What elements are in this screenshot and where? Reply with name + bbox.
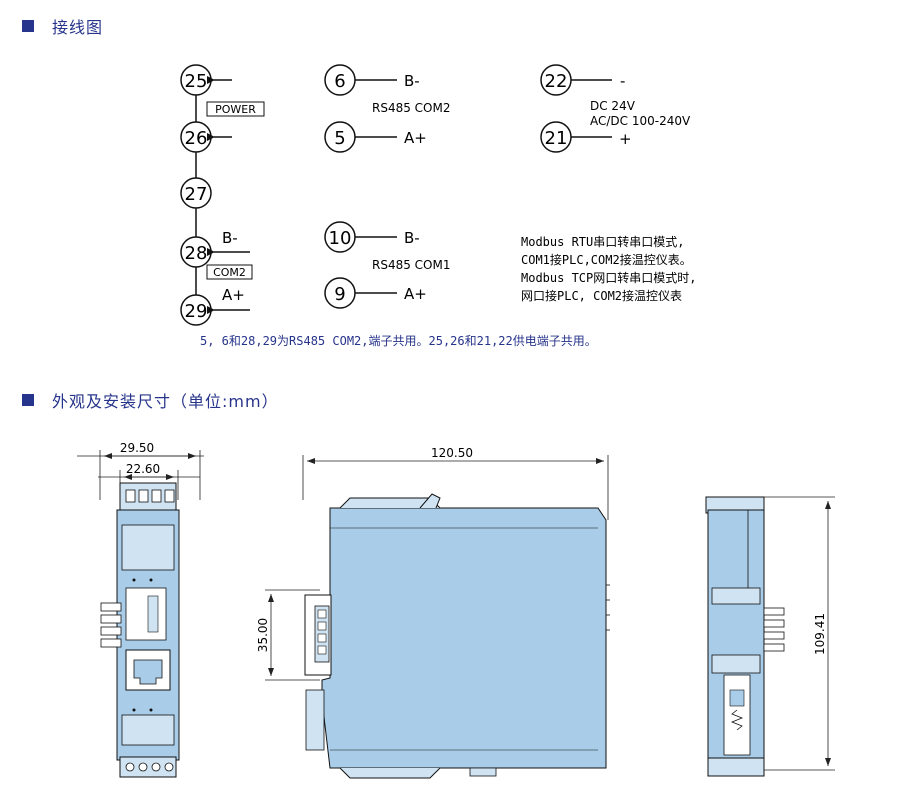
a-plus-label-29: A+: [222, 286, 245, 304]
terminal-25: 25: [180, 64, 212, 96]
wiring-footnote: 5, 6和28,29为RS485 COM2,端子共用。25,26和21,22供电…: [200, 334, 597, 348]
svg-text:10: 10: [329, 228, 352, 249]
svg-text:26: 26: [185, 128, 208, 149]
b-minus-label-28: B-: [222, 229, 238, 247]
wiring-section-header: 接线图: [22, 14, 103, 38]
terminal-10: 10: [324, 221, 356, 253]
dc-24v-label: DC 24V: [590, 99, 636, 113]
rs485-com1-label: RS485 COM1: [372, 258, 451, 272]
modbus-note-2: COM1接PLC,COM2接温控仪表。: [521, 252, 692, 267]
dc-minus-label: -: [620, 72, 625, 90]
rs485-com2-label: RS485 COM2: [372, 101, 451, 115]
dimensions-section-header: 外观及安装尺寸（单位:mm）: [22, 388, 279, 412]
svg-text:29: 29: [185, 301, 208, 322]
a-plus-label-9: A+: [404, 285, 427, 303]
modbus-note-4: 网口接PLC, COM2接温控仪表: [521, 288, 682, 303]
terminal-22: 22: [540, 64, 572, 96]
rear-view: 109.41: [705, 496, 835, 777]
svg-text:6: 6: [334, 71, 345, 92]
wiring-section-title: 接线图: [52, 18, 104, 37]
modbus-note-3: Modbus TCP网口转串口模式时,: [521, 270, 696, 285]
dimensions-section-title: 外观及安装尺寸（单位:mm）: [52, 392, 279, 411]
a-plus-label-5: A+: [404, 129, 427, 147]
wiring-diagram: 25 POWER 26 27 B- 28 COM2 A+ 29 6 B- RS4…: [180, 64, 696, 348]
acdc-label: AC/DC 100-240V: [590, 114, 691, 128]
dim-width-inner: 22.60: [126, 462, 160, 476]
svg-text:22: 22: [545, 71, 568, 92]
terminal-6: 6: [324, 64, 356, 96]
dim-rail-height: 35.00: [256, 618, 270, 652]
terminal-9: 9: [324, 277, 356, 309]
power-label-box: [206, 101, 265, 117]
dim-height: 109.41: [813, 613, 827, 655]
terminal-29: 29: [180, 294, 212, 326]
b-minus-label-10: B-: [404, 229, 420, 247]
front-view: 29.50 22.60: [77, 441, 204, 778]
terminal-27: 27: [180, 177, 212, 209]
modbus-note-1: Modbus RTU串口转串口模式,: [521, 234, 684, 249]
terminal-5: 5: [324, 121, 356, 153]
dim-width-outer: 29.50: [120, 441, 154, 455]
svg-text:9: 9: [334, 284, 345, 305]
com2-label-box: [206, 264, 253, 280]
b-minus-label-6: B-: [404, 72, 420, 90]
svg-text:21: 21: [545, 128, 568, 149]
terminal-28: 28: [180, 236, 212, 268]
com2-label: COM2: [213, 266, 246, 279]
side-view: 120.50 35.00: [256, 446, 610, 779]
svg-text:5: 5: [334, 128, 345, 149]
terminal-21: 21: [540, 121, 572, 153]
section-bullet-icon: [22, 394, 34, 406]
terminal-26: 26: [180, 121, 212, 153]
dim-length: 120.50: [431, 446, 473, 460]
dimension-drawings: 29.50 22.60: [77, 441, 835, 779]
svg-text:28: 28: [185, 243, 208, 264]
power-label: POWER: [215, 103, 256, 116]
svg-text:27: 27: [185, 184, 208, 205]
svg-text:25: 25: [185, 71, 208, 92]
dc-plus-label: +: [619, 130, 632, 148]
section-bullet-icon: [22, 20, 34, 32]
